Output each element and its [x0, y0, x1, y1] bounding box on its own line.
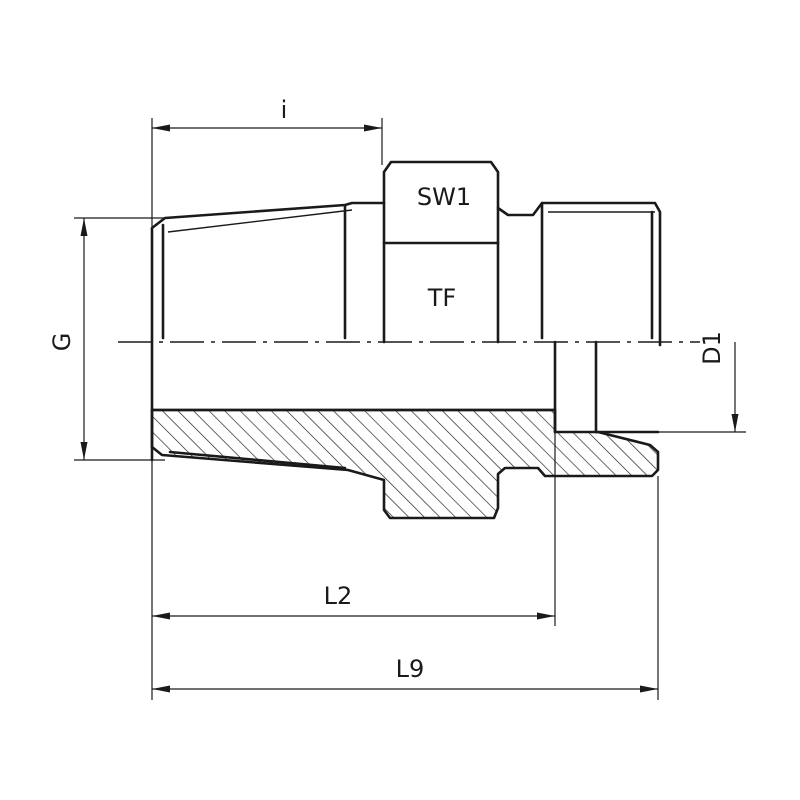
thread-crest-lower [168, 450, 347, 470]
dim-i-arrow-right [364, 124, 382, 132]
dim-g-arrow-bottom [80, 442, 88, 460]
dim-l9-arrow-right [640, 685, 658, 693]
dim-d1-arrow [731, 414, 739, 432]
thread-root-line [167, 209, 353, 233]
dim-l9-label: L9 [396, 655, 425, 683]
dim-d1-label: D1 [698, 331, 726, 365]
section-hatch [150, 408, 660, 520]
dim-l2-arrow-right [537, 612, 555, 620]
dim-g-label: G [48, 333, 76, 352]
label-tf: TF [427, 284, 456, 312]
dim-l2-arrow-left [152, 612, 170, 620]
dim-l2-label: L2 [324, 582, 353, 610]
dim-l9-arrow-left [152, 685, 170, 693]
dim-i-arrow-left [152, 124, 170, 132]
label-sw1: SW1 [417, 183, 471, 211]
dim-g-arrow-top [80, 218, 88, 236]
dim-i-label: i [281, 96, 288, 124]
outer-contour [150, 160, 662, 462]
